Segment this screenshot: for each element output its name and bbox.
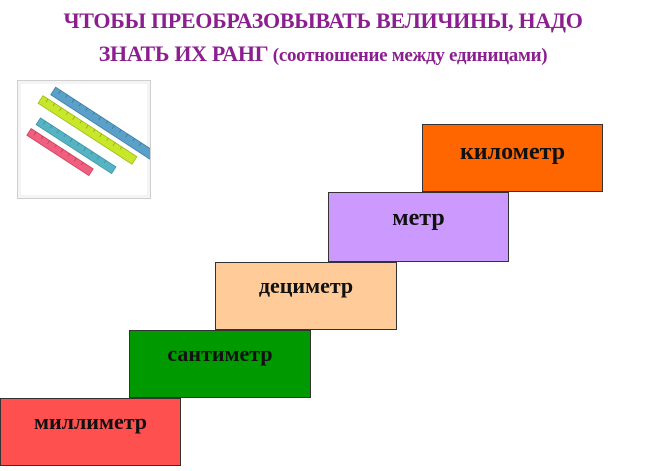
step-kilometer-label: километр	[459, 139, 566, 165]
step-decimeter-label: дециметр	[258, 273, 354, 298]
step-meter-label: метр	[392, 205, 445, 231]
rulers-picture	[17, 80, 151, 199]
step-centimeter-label: сантиметр	[167, 341, 273, 366]
step-kilometer: километр	[422, 124, 603, 192]
page-title: ЧТОБЫ ПРЕОБРАЗОВЫВАТЬ ВЕЛИЧИНЫ, НАДО ЗНА…	[0, 4, 646, 72]
rulers-icon	[26, 86, 150, 177]
step-centimeter: сантиметр	[129, 330, 311, 398]
title-line-2-paren: (соотношение между единицами)	[268, 45, 548, 66]
step-millimeter-label: миллиметр	[33, 409, 148, 434]
title-line-2: ЗНАТЬ ИХ РАНГ (соотношение между единица…	[0, 37, 646, 72]
step-millimeter: миллиметр	[0, 398, 181, 466]
title-line-1: ЧТОБЫ ПРЕОБРАЗОВЫВАТЬ ВЕЛИЧИНЫ, НАДО	[63, 8, 583, 33]
step-meter: метр	[328, 192, 509, 262]
title-line-2-main: ЗНАТЬ ИХ РАНГ	[98, 41, 269, 66]
step-decimeter: дециметр	[215, 262, 397, 330]
